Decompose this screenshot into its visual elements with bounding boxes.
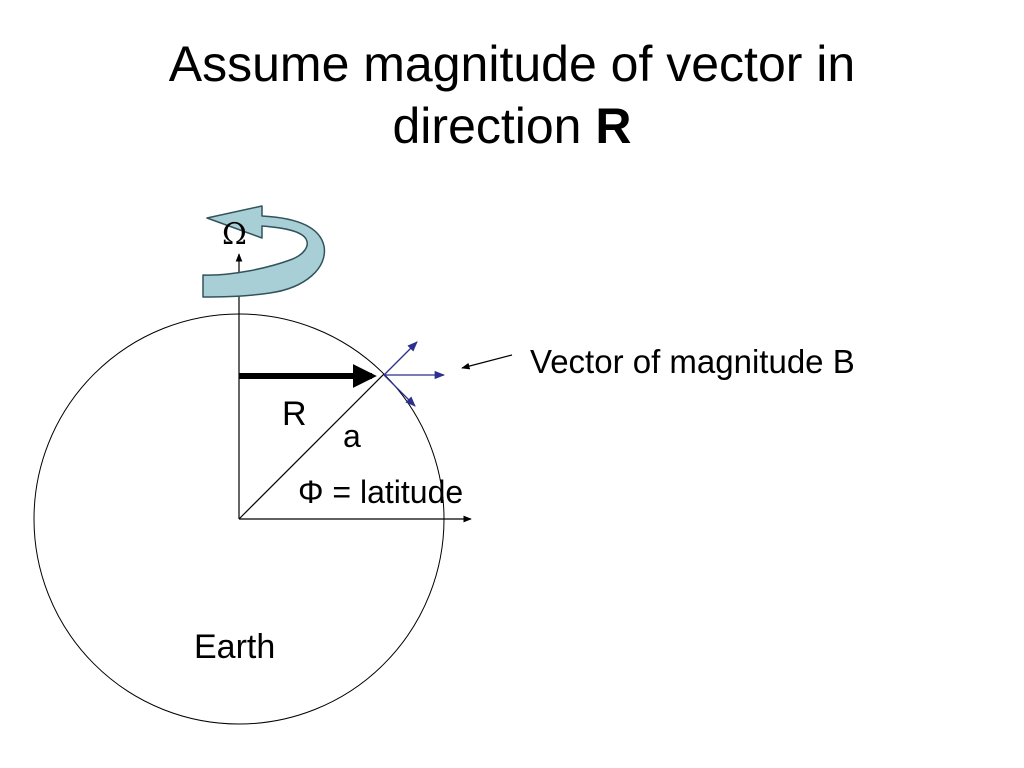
blue-vector-down <box>383 374 416 407</box>
vector-magnitude-label: Vector of magnitude B <box>530 343 855 380</box>
title-bold-r: R <box>595 98 632 154</box>
latitude-label: Φ = latitude <box>298 476 463 508</box>
slide-title: Assume magnitude of vector in direction … <box>0 33 1024 157</box>
latitude-text: = latitude <box>323 474 464 510</box>
title-line-2: direction R <box>0 95 1024 157</box>
blue-vector-up <box>383 341 418 376</box>
title-line-1: Assume magnitude of vector in <box>168 36 856 92</box>
phi-symbol: Φ <box>298 474 324 510</box>
rotation-arrow-icon <box>202 205 326 298</box>
omega-label: Ω <box>222 217 247 252</box>
title-line-2-prefix: direction <box>392 98 596 154</box>
radius-r-label: R <box>282 395 307 433</box>
label-pointer-arrow <box>461 354 513 370</box>
radius-line-a <box>238 373 385 520</box>
a-label: a <box>343 418 361 454</box>
earth-label: Earth <box>194 628 276 666</box>
